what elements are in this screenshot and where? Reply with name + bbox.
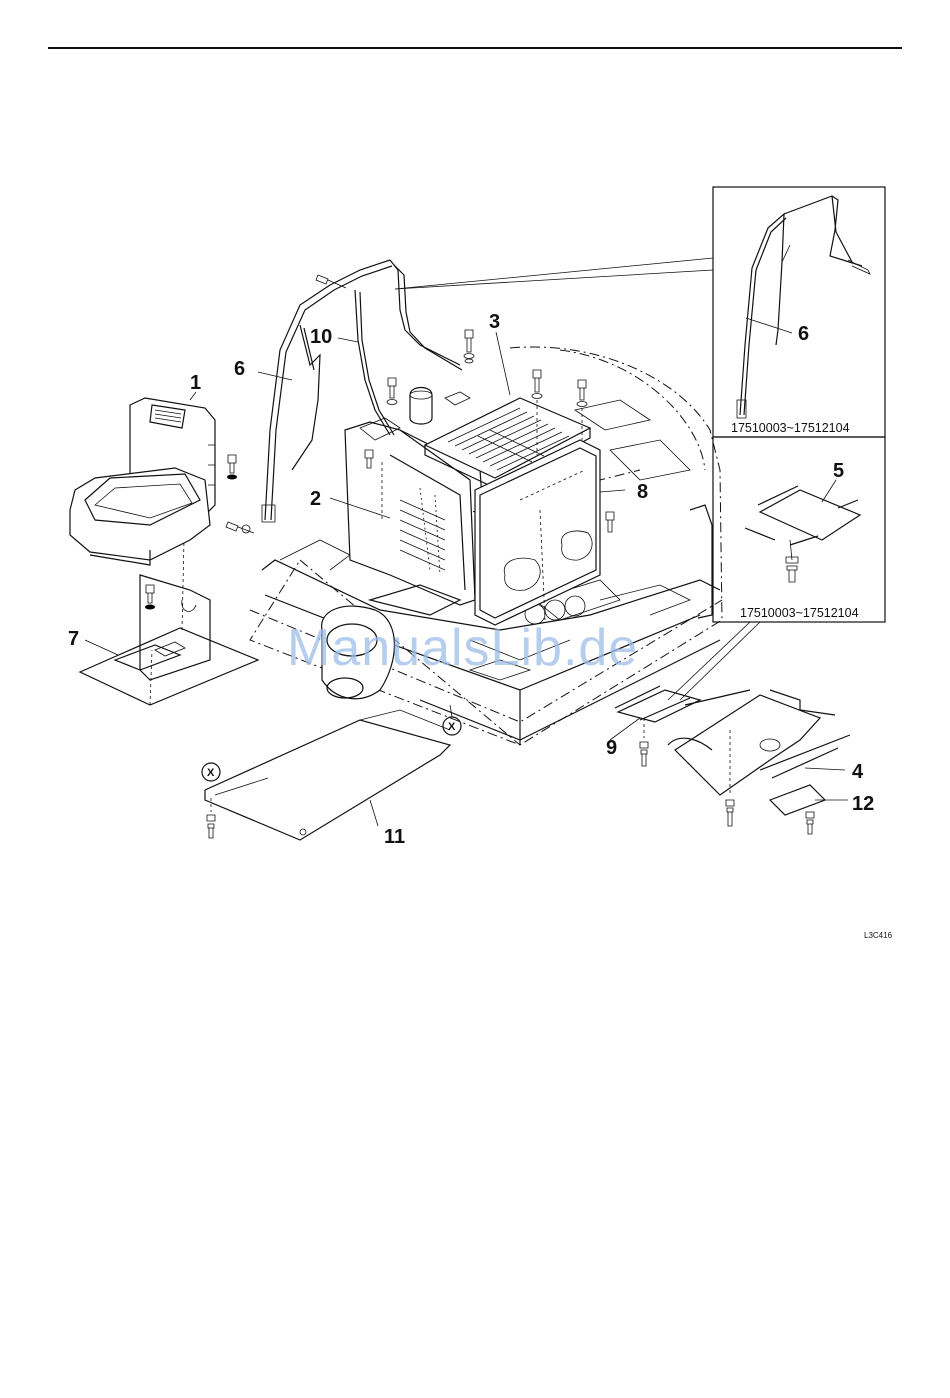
callout-5: 5 bbox=[833, 460, 844, 482]
ref-marker-x-bottom: X bbox=[202, 763, 220, 781]
callout-2: 2 bbox=[310, 488, 321, 510]
serial-range-rops: 17510003~17512104 bbox=[731, 421, 850, 435]
inset-rops: 6 17510003~17512104 bbox=[713, 187, 885, 437]
callout-10: 10 bbox=[310, 326, 332, 348]
step-bracket bbox=[615, 686, 700, 766]
callout-1: 1 bbox=[190, 372, 201, 394]
callout-9: 9 bbox=[606, 737, 617, 759]
callout-8: 8 bbox=[637, 481, 648, 503]
callout-12: 12 bbox=[852, 793, 874, 815]
callout-6-inset: 6 bbox=[798, 323, 809, 345]
watermark: ManualsLib.de bbox=[287, 619, 638, 677]
callout-11: 11 bbox=[384, 826, 405, 848]
seat bbox=[70, 398, 237, 565]
seat-stand bbox=[80, 540, 258, 705]
svg-text:X: X bbox=[448, 721, 456, 733]
callout-7: 7 bbox=[68, 628, 79, 650]
figure-code: L3C416 bbox=[864, 931, 893, 940]
foot-plate bbox=[668, 690, 850, 834]
floor-plate bbox=[205, 710, 450, 840]
svg-text:X: X bbox=[207, 767, 215, 779]
callout-6-main: 6 bbox=[234, 358, 245, 380]
ref-marker-x-top: X bbox=[443, 705, 461, 735]
inset-plate: 5 17510003~17512104 bbox=[713, 437, 885, 622]
callout-4: 4 bbox=[852, 761, 864, 783]
serial-range-plate: 17510003~17512104 bbox=[740, 606, 859, 620]
callout-3: 3 bbox=[489, 311, 500, 333]
